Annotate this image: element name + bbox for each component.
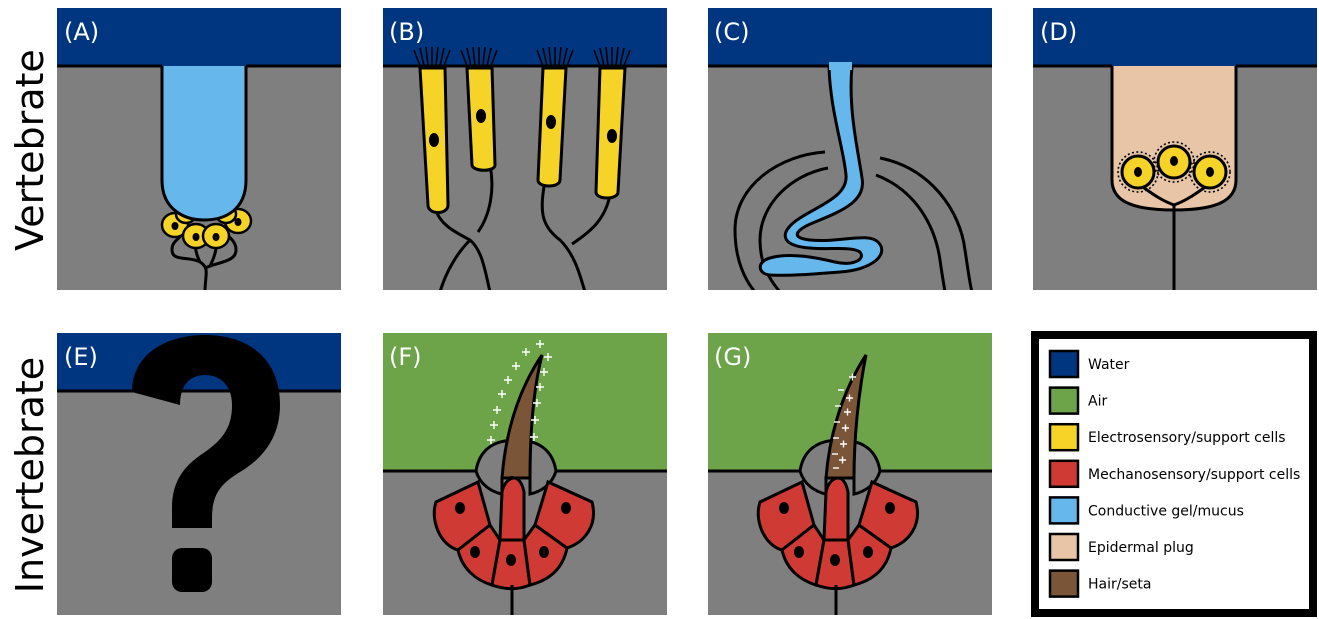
legend-swatch [1050,424,1078,450]
legend-swatch [1050,571,1078,597]
panel-label-f: (F) [389,343,422,371]
legend-label: Conductive gel/mucus [1088,503,1244,519]
panel-label-g: (G) [714,343,751,371]
water-region [708,8,992,66]
canal-opening [829,62,852,70]
panel-label-d: (D) [1040,18,1077,46]
panel-label-b: (B) [389,18,424,46]
legend-swatch [1050,461,1078,487]
legend-label: Epidermal plug [1088,540,1194,556]
panel-f [383,333,667,615]
legend-swatch [1050,351,1078,377]
legend-label: Mechanosensory/support cells [1088,467,1300,483]
panel-d [1033,8,1317,292]
panel-c [708,8,992,292]
water-region [383,8,667,66]
legend-swatch [1050,497,1078,523]
legend-label: Electrosensory/support cells [1088,430,1286,446]
panel-label-c: (C) [714,18,749,46]
panel-a [57,8,341,292]
panel-b [383,8,667,292]
legend-label: Air [1088,394,1107,410]
legend-label: Hair/seta [1088,577,1151,593]
epidermal-plug [1112,66,1236,210]
panel-g [708,333,992,615]
legend-swatch [1050,388,1078,414]
conductive-gel-canal [162,66,246,220]
panel-label-e: (E) [64,343,98,371]
legend-label: Water [1088,357,1130,373]
panel-label-a: (A) [64,18,99,46]
legend-swatch [1050,534,1078,560]
water-region [57,8,341,66]
